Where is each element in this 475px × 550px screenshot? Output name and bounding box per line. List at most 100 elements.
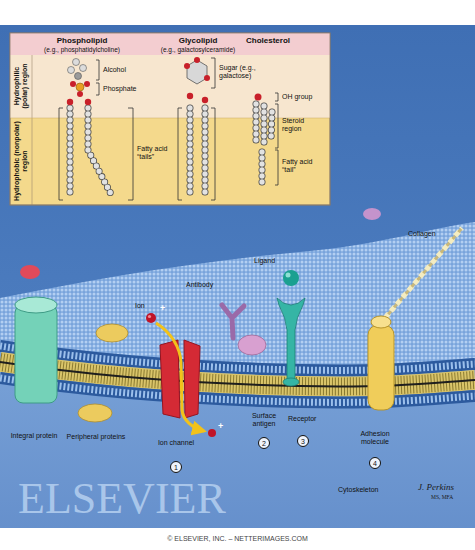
callout-number: 1	[170, 461, 182, 473]
watermark: ELSEVIER	[18, 474, 226, 525]
column-subheading: (e.g., galactosylceramide)	[148, 46, 248, 53]
glycolipid-molecule	[187, 93, 193, 99]
column-heading: Glycolipid	[148, 36, 248, 45]
cholesterol-molecule	[256, 104, 272, 184]
blue-ground	[0, 25, 475, 528]
ion-highlight	[148, 315, 151, 318]
phospholipid-molecule	[70, 108, 112, 198]
collagen	[385, 228, 462, 318]
column-heading: Cholesterol	[228, 36, 308, 45]
region-label: Hydrophilic (polar) region	[13, 55, 29, 117]
column-heading: Phospholipid	[32, 36, 132, 45]
callout-digit: 4	[373, 460, 377, 467]
ion-path-arrow	[156, 323, 204, 431]
ion-channel	[184, 340, 200, 418]
peripheral-protein	[96, 324, 128, 342]
part-label: Peripheral proteins	[66, 433, 126, 441]
adhesion-molecule	[368, 325, 394, 410]
brackets	[59, 58, 278, 200]
head-band	[0, 378, 475, 402]
ion-channel	[160, 340, 180, 418]
phospholipid-molecule	[80, 65, 87, 72]
membrane-proteins	[15, 228, 462, 437]
part-label: Cytoskeleton	[338, 486, 378, 494]
part-label: Receptor	[288, 415, 316, 423]
inner-head-layer	[0, 378, 475, 402]
surface-antigen	[238, 335, 266, 355]
lipid-bilayer	[0, 222, 475, 402]
brackets	[96, 83, 99, 95]
glycolipid-molecule	[190, 108, 205, 198]
floating-blob	[20, 265, 40, 279]
part-label: Sugar (e.g., galactose)	[219, 64, 269, 80]
receptor	[277, 298, 305, 382]
region-label: Hydrophobic (nonpolar) region	[13, 119, 29, 203]
lipid-inset	[10, 33, 330, 205]
callout-number: 3	[297, 435, 309, 447]
callout-digit: 3	[301, 438, 305, 445]
ion	[208, 429, 216, 437]
peripheral-protein	[78, 404, 112, 422]
callout-digit: 2	[262, 440, 266, 447]
part-label: Integral protein	[8, 432, 60, 440]
callout-digit: 1	[174, 464, 178, 471]
part-label: Ligand	[254, 257, 275, 265]
phospholipid-molecule	[84, 81, 90, 87]
artist-credential: MS, MFA	[431, 494, 453, 500]
part-label: Fatty acid “tails”	[137, 145, 171, 161]
membrane-surface	[0, 222, 475, 364]
part-label: Surface antigen	[242, 412, 286, 428]
glycolipid-molecule	[194, 57, 200, 63]
artist-signature: J. Perkins	[418, 482, 454, 492]
receptor-base	[283, 378, 299, 386]
antibody	[222, 305, 244, 338]
glycolipid-molecule	[187, 60, 207, 84]
part-label: OH group	[282, 93, 312, 101]
glycolipid-molecule	[190, 108, 205, 198]
callout-number: 2	[258, 437, 270, 449]
ligand	[283, 270, 299, 286]
glycolipid-molecule	[184, 63, 190, 69]
cytoplasm-ground	[0, 340, 475, 528]
phospholipid-molecule	[70, 81, 76, 87]
brackets	[275, 150, 278, 185]
cholesterol-molecule	[255, 94, 262, 101]
part-label: Ion channel	[154, 439, 198, 447]
brackets	[178, 108, 182, 200]
part-label: Collagen	[408, 230, 436, 238]
phospholipid-molecule	[67, 59, 112, 199]
background	[0, 25, 475, 528]
phospholipid-molecule	[70, 108, 112, 198]
part-label: Phosphate	[103, 85, 136, 93]
collagen	[385, 228, 462, 318]
phospholipid-molecule	[67, 99, 73, 105]
ion	[146, 313, 156, 323]
floating-blob	[363, 208, 381, 220]
charge-sign: +	[160, 303, 165, 313]
callout-number: 4	[369, 457, 381, 469]
part-label: Ion	[135, 302, 145, 310]
glycolipid-molecule	[202, 97, 208, 103]
brackets	[59, 108, 63, 200]
brackets	[275, 93, 278, 101]
phospholipid-molecule	[85, 99, 91, 105]
phospholipid-molecule	[75, 73, 82, 80]
charge-sign: +	[218, 421, 223, 431]
part-label: Alcohol	[103, 66, 126, 74]
inset-border	[10, 33, 330, 205]
phospholipid-molecule	[76, 83, 84, 91]
inset-panel	[10, 33, 330, 205]
brackets	[211, 58, 215, 88]
brackets	[128, 108, 133, 200]
column-subheading: (e.g., phosphatidylcholine)	[32, 46, 132, 53]
adhesion-molecule-top	[371, 316, 391, 328]
part-label: Antibody	[186, 281, 213, 289]
phospholipid-molecule	[73, 59, 80, 66]
copyright-line: © ELSEVIER, INC. – NETTERIMAGES.COM	[0, 535, 475, 543]
glycolipid-molecule	[204, 75, 210, 81]
cholesterol-molecule	[256, 104, 272, 184]
integral-protein-top	[15, 297, 57, 313]
ligand-highlight	[286, 273, 291, 278]
